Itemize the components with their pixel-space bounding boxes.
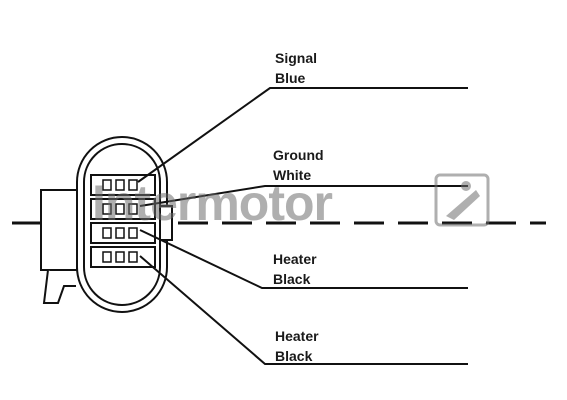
pin-2-function: Ground	[273, 147, 324, 163]
leader-line-signal	[137, 87, 468, 183]
pin-3-function: Heater	[273, 251, 317, 267]
watermark-text: Intermotor	[92, 175, 333, 231]
connector-flange	[40, 189, 78, 304]
leader-line-heater-2	[139, 255, 468, 365]
leader-line-ground	[139, 185, 468, 207]
pin-4-function: Heater	[275, 328, 319, 344]
connector-lock-tab	[159, 205, 173, 241]
pin-1-label: Signal Blue	[275, 48, 317, 88]
pin-3-label: Heater Black	[273, 249, 317, 289]
pin-1-function: Signal	[275, 50, 318, 66]
watermark-logo-icon	[434, 173, 490, 227]
leader-line-heater-1	[139, 229, 468, 289]
pin-2-label: Ground White	[273, 145, 324, 185]
pin-2-wire-color: White	[273, 167, 312, 183]
pin-1-wire-color: Blue	[275, 70, 306, 86]
pin-terminals	[102, 179, 138, 263]
pin-3-wire-color: Black	[273, 271, 311, 287]
pin-4-wire-color: Black	[275, 348, 313, 364]
pin-4-label: Heater Black	[275, 326, 319, 366]
